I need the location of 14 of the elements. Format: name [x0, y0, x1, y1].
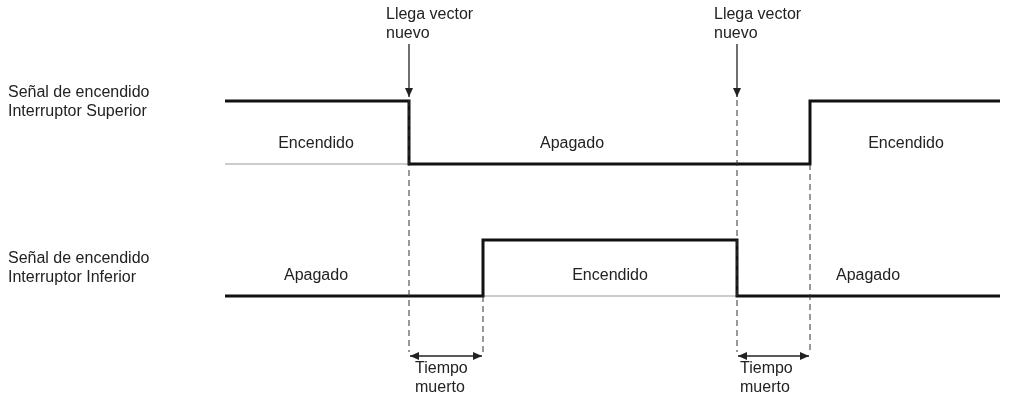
dead-time-label: Tiempo muerto	[740, 358, 794, 396]
state-label: Apagado	[538, 133, 606, 152]
dead-time-label: Tiempo muerto	[415, 358, 469, 396]
state-label: Encendido	[867, 133, 945, 152]
signal-name: Señal de encendido Interruptor Superior	[8, 82, 151, 120]
arrow	[405, 43, 413, 98]
state-label: Encendido	[571, 265, 649, 284]
state-label: Encendido	[277, 133, 355, 152]
state-label: Apagado	[282, 265, 350, 284]
state-label: Apagado	[834, 265, 902, 284]
event-label: Llega vector nuevo	[714, 4, 824, 42]
signal-name: Señal de encendido Interruptor Inferior	[8, 248, 151, 286]
arrow	[733, 43, 741, 98]
event-label: Llega vector nuevo	[386, 4, 496, 42]
